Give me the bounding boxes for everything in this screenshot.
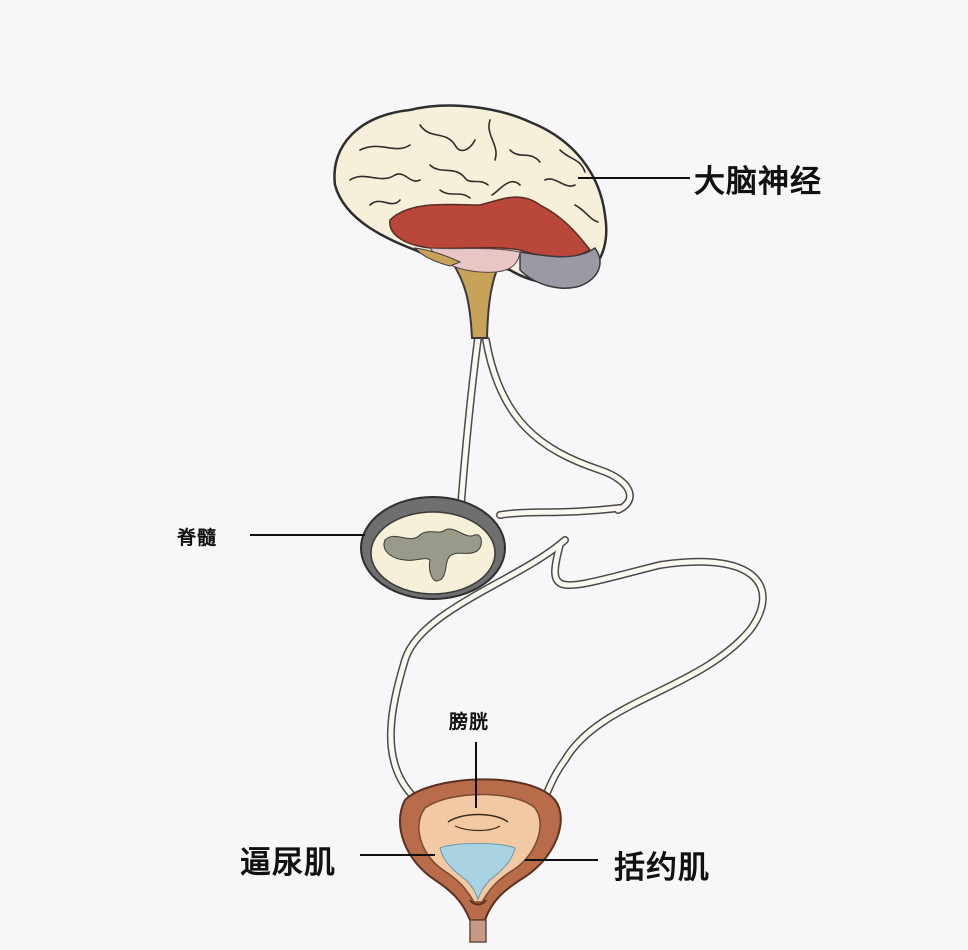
- label-detrusor: 逼尿肌: [240, 845, 336, 881]
- brain: [333, 104, 608, 289]
- label-spinal-cord: 脊髓: [177, 527, 218, 549]
- brainstem: [450, 261, 502, 339]
- nerve-pathways: [386, 334, 767, 814]
- urine: [439, 843, 516, 901]
- brain-cerebellum: [519, 246, 601, 289]
- urethra: [469, 919, 487, 943]
- bladder: [398, 778, 562, 943]
- label-bladder: 膀胱: [449, 711, 490, 733]
- label-sphincter: 括约肌: [614, 850, 710, 886]
- spinal-cord-section: [360, 496, 506, 600]
- sphincter-ring: [469, 899, 487, 906]
- bladder-lumen-curve: [454, 825, 501, 832]
- label-brain: 大脑神经: [694, 164, 822, 200]
- spinal-cord-grey-matter: [383, 528, 482, 582]
- bladder-lumen-fold: [447, 813, 509, 823]
- nerve-descending-right: [482, 336, 634, 514]
- leader-lines: [250, 177, 690, 861]
- brain-gyri: [349, 119, 599, 223]
- brain-basal: [413, 247, 462, 267]
